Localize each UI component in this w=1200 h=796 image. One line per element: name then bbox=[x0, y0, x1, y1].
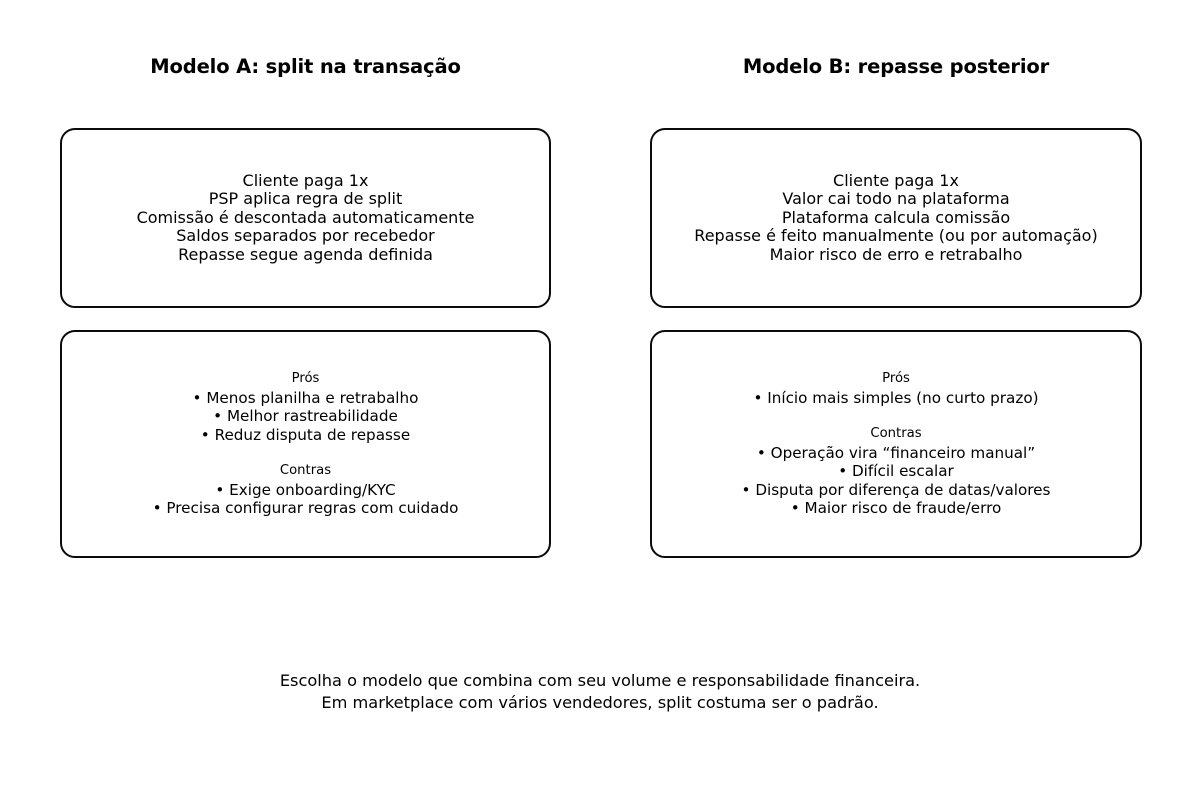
pros-block: Prós • Início mais simples (no curto pra… bbox=[664, 370, 1128, 407]
pros-item: • Início mais simples (no curto prazo) bbox=[753, 388, 1039, 407]
flow-step-list: Cliente paga 1x Valor cai todo na plataf… bbox=[664, 170, 1128, 265]
pros-item: • Menos planilha e retrabalho bbox=[192, 388, 419, 407]
cons-heading: Contras bbox=[279, 463, 332, 479]
footer-note: Escolha o modelo que combina com seu vol… bbox=[0, 670, 1200, 714]
flow-card-modelo-a-body: Cliente paga 1x PSP aplica regra de spli… bbox=[62, 170, 549, 265]
flow-card-modelo-a: Cliente paga 1x PSP aplica regra de spli… bbox=[60, 128, 551, 308]
pros-item: • Melhor rastreabilidade bbox=[213, 407, 398, 426]
proscons-card-modelo-b: Prós • Início mais simples (no curto pra… bbox=[650, 330, 1142, 558]
pros-heading: Prós bbox=[882, 370, 910, 386]
footer-note-line-1: Escolha o modelo que combina com seu vol… bbox=[279, 671, 921, 690]
flow-step: Cliente paga 1x bbox=[833, 170, 959, 190]
flow-step: Comissão é descontada automaticamente bbox=[136, 207, 475, 227]
pros-block: Prós • Menos planilha e retrabalho • Mel… bbox=[74, 370, 537, 444]
proscons-card-modelo-b-body: Prós • Início mais simples (no curto pra… bbox=[652, 370, 1140, 518]
pros-list: • Menos planilha e retrabalho • Melhor r… bbox=[74, 389, 537, 445]
flow-step: Repasse é feito manualmente (ou por auto… bbox=[694, 226, 1098, 246]
flow-step: Plataforma calcula comissão bbox=[781, 207, 1011, 227]
cons-item: • Operação vira “financeiro manual” bbox=[756, 443, 1036, 462]
flow-step: Cliente paga 1x bbox=[242, 170, 369, 190]
cons-item: • Precisa configurar regras com cuidado bbox=[152, 499, 459, 518]
column-title-modelo-b: Modelo B: repasse posterior bbox=[742, 55, 1050, 78]
cons-heading: Contras bbox=[870, 426, 922, 442]
footer-note-line-2: Em marketplace com vários vendedores, sp… bbox=[321, 693, 879, 712]
flow-step-list: Cliente paga 1x PSP aplica regra de spli… bbox=[74, 170, 537, 265]
proscons-card-modelo-a: Prós • Menos planilha e retrabalho • Mel… bbox=[60, 330, 551, 558]
cons-list: • Exige onboarding/KYC • Precisa configu… bbox=[74, 481, 537, 518]
cons-item: • Difícil escalar bbox=[838, 462, 954, 481]
pros-list: • Início mais simples (no curto prazo) bbox=[664, 389, 1128, 408]
flow-card-modelo-b: Cliente paga 1x Valor cai todo na plataf… bbox=[650, 128, 1142, 308]
flow-step: Repasse segue agenda definida bbox=[178, 244, 433, 264]
proscons-card-modelo-a-body: Prós • Menos planilha e retrabalho • Mel… bbox=[62, 370, 549, 518]
cons-block: Contras • Operação vira “financeiro manu… bbox=[664, 425, 1128, 518]
flow-step: Saldos separados por recebedor bbox=[176, 226, 435, 246]
cons-block: Contras • Exige onboarding/KYC • Precisa… bbox=[74, 462, 537, 518]
flow-step: Valor cai todo na plataforma bbox=[782, 189, 1010, 209]
column-title-modelo-a: Modelo A: split na transação bbox=[150, 55, 461, 78]
flow-card-modelo-b-body: Cliente paga 1x Valor cai todo na plataf… bbox=[652, 170, 1140, 265]
cons-item: • Exige onboarding/KYC bbox=[215, 480, 396, 499]
flow-step: Maior risco de erro e retrabalho bbox=[769, 244, 1023, 264]
flow-step: PSP aplica regra de split bbox=[208, 189, 403, 209]
pros-heading: Prós bbox=[291, 370, 320, 386]
cons-list: • Operação vira “financeiro manual” • Di… bbox=[664, 444, 1128, 518]
cons-item: • Disputa por diferença de datas/valores bbox=[741, 480, 1051, 499]
pros-item: • Reduz disputa de repasse bbox=[200, 425, 411, 444]
cons-item: • Maior risco de fraude/erro bbox=[790, 499, 1002, 518]
